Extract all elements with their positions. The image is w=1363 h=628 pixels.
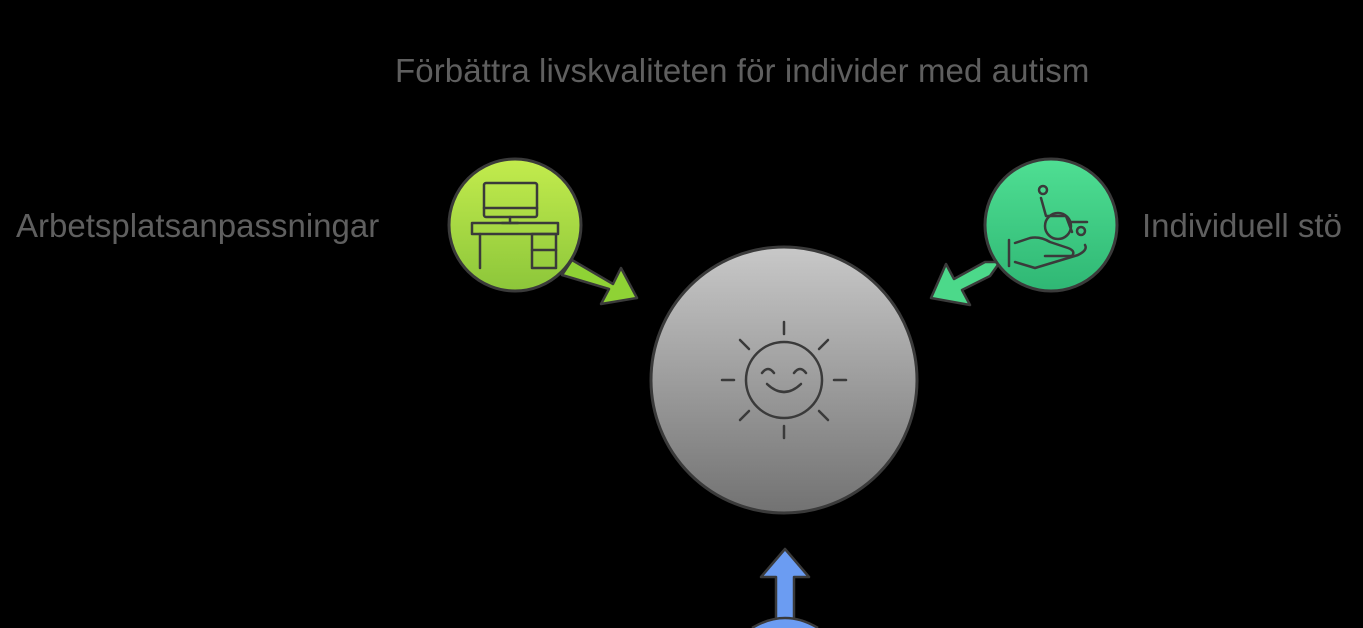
label-workplace-adaptations: Arbetsplatsanpassningar <box>16 207 380 244</box>
node-workplace-adaptations <box>447 157 583 293</box>
label-individual-support: Individuell stö <box>1142 207 1342 244</box>
node-individual-support <box>983 157 1119 293</box>
arrow-right-to-center <box>929 260 1002 307</box>
smiling-sun-icon <box>720 320 848 440</box>
arrow-bottom-to-center <box>751 547 819 628</box>
arrow-left-to-center <box>560 258 639 306</box>
node-quality-of-life <box>649 245 919 515</box>
wheelchair-hand-icon <box>1007 184 1089 270</box>
diagram-title: Förbättra livskvaliteten för individer m… <box>395 52 1090 89</box>
desk-computer-icon <box>470 181 560 270</box>
